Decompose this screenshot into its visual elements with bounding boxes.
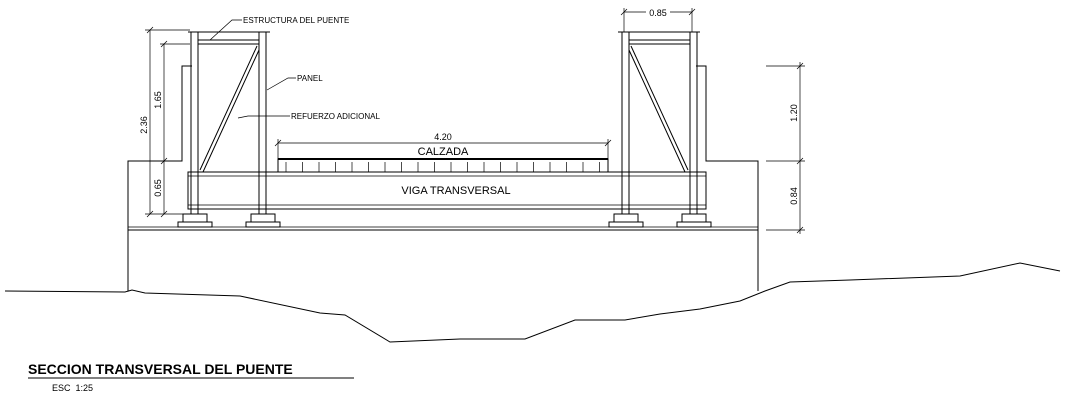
dim-panel-width: 0.85: [649, 8, 667, 18]
leaders: [209, 19, 296, 119]
right-truss: [618, 31, 700, 215]
left-truss: [188, 31, 270, 215]
label-panel: PANEL: [297, 74, 323, 83]
label-calzada: CALZADA: [418, 146, 469, 158]
dim-road-width: 4.20: [434, 132, 452, 142]
label-viga: VIGA TRANSVERSAL: [401, 185, 510, 197]
deck: [277, 158, 609, 173]
drawing-title: SECCION TRANSVERSAL DEL PUENTE: [28, 361, 293, 377]
abutments: [127, 65, 759, 291]
ground-profile: [4, 262, 1061, 343]
label-refuerzo: REFUERZO ADICIONAL: [291, 112, 380, 121]
bearings: [177, 213, 712, 228]
dim-upper-height: 1.65: [153, 91, 163, 109]
dim-right-upper: 1.20: [789, 104, 799, 122]
top-dimension: [620, 8, 696, 32]
right-dimensions: [766, 62, 805, 234]
label-estructura: ESTRUCTURA DEL PUENTE: [243, 16, 349, 25]
dim-lower-height: 0.65: [153, 179, 163, 197]
left-dimensions: [145, 26, 190, 218]
dim-total-height: 2.36: [139, 116, 149, 134]
drawing-scale: ESC 1:25: [52, 383, 93, 393]
dim-right-lower: 0.84: [789, 187, 799, 205]
road-dimension: [274, 139, 612, 159]
